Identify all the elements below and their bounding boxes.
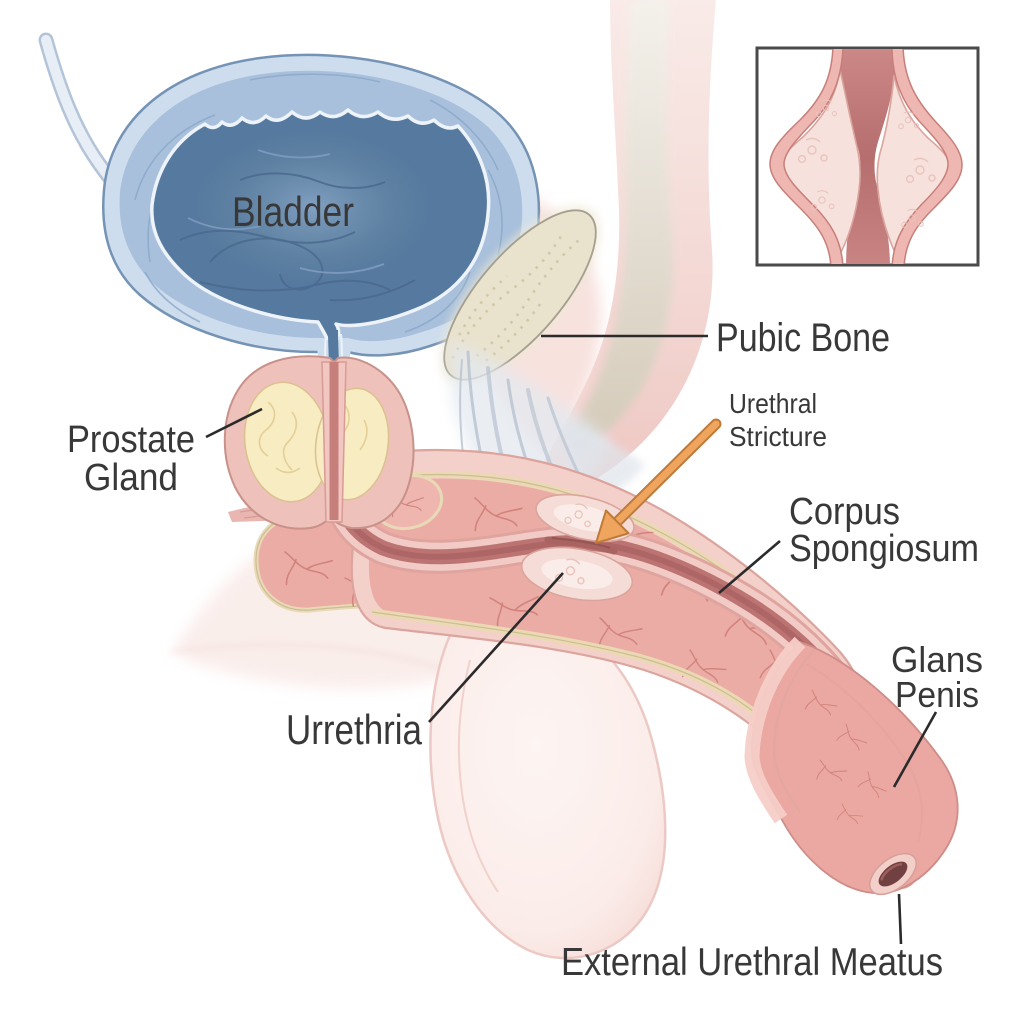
label-pubic-bone: Pubic Bone bbox=[716, 316, 890, 360]
bladder-cavity-sheen bbox=[151, 110, 489, 326]
external-urethral-meatus-opening bbox=[869, 852, 917, 896]
inset-right-wall bbox=[891, 49, 963, 264]
prostatic-urethra bbox=[321, 361, 347, 523]
body-wall-band bbox=[540, 0, 716, 498]
leader-corpus-spongiosum bbox=[718, 540, 781, 594]
labels: Bladder Prostate Gland Pubic Bone Urethr… bbox=[67, 188, 983, 984]
leader-lines bbox=[205, 334, 938, 945]
leader-urethra bbox=[428, 572, 564, 723]
bladder-rugae-light bbox=[187, 149, 385, 274]
label-corpus-spongiosum-line1: Corpus bbox=[789, 491, 900, 533]
label-urethral-stricture-line1: Urethral bbox=[729, 388, 817, 419]
label-prostate-gland-line2: Gland bbox=[84, 457, 178, 499]
label-external-urethral-meatus: External Urethral Meatus bbox=[561, 941, 943, 984]
bone-speckles bbox=[451, 231, 582, 363]
leader-glans-penis bbox=[892, 711, 938, 788]
label-urethral-stricture-line2: Stricture bbox=[729, 421, 827, 452]
label-urethra: Urrethria bbox=[286, 706, 423, 753]
bladder-rugae bbox=[179, 172, 416, 302]
label-bladder: Bladder bbox=[232, 188, 354, 235]
glans-penis-shape bbox=[744, 636, 959, 896]
label-glans-penis-line1: Glans bbox=[891, 639, 983, 680]
prostate-shape bbox=[223, 355, 415, 530]
leader-meatus bbox=[897, 893, 903, 945]
inset-left-wall bbox=[769, 49, 844, 264]
leader-prostate bbox=[205, 407, 263, 439]
label-prostate-gland-line1: Prostate bbox=[67, 419, 195, 461]
bladder-shape bbox=[102, 53, 541, 372]
perineum-crease bbox=[169, 643, 471, 682]
label-corpus-spongiosum-line2: Spongiosum bbox=[789, 528, 979, 570]
urethral-stricture-arrow bbox=[595, 418, 722, 544]
stricture-inset bbox=[755, 46, 980, 267]
pubic-bone-shape bbox=[439, 204, 601, 386]
prostate-left-lobe bbox=[243, 381, 331, 503]
label-glans-penis-line2: Penis bbox=[895, 674, 979, 715]
